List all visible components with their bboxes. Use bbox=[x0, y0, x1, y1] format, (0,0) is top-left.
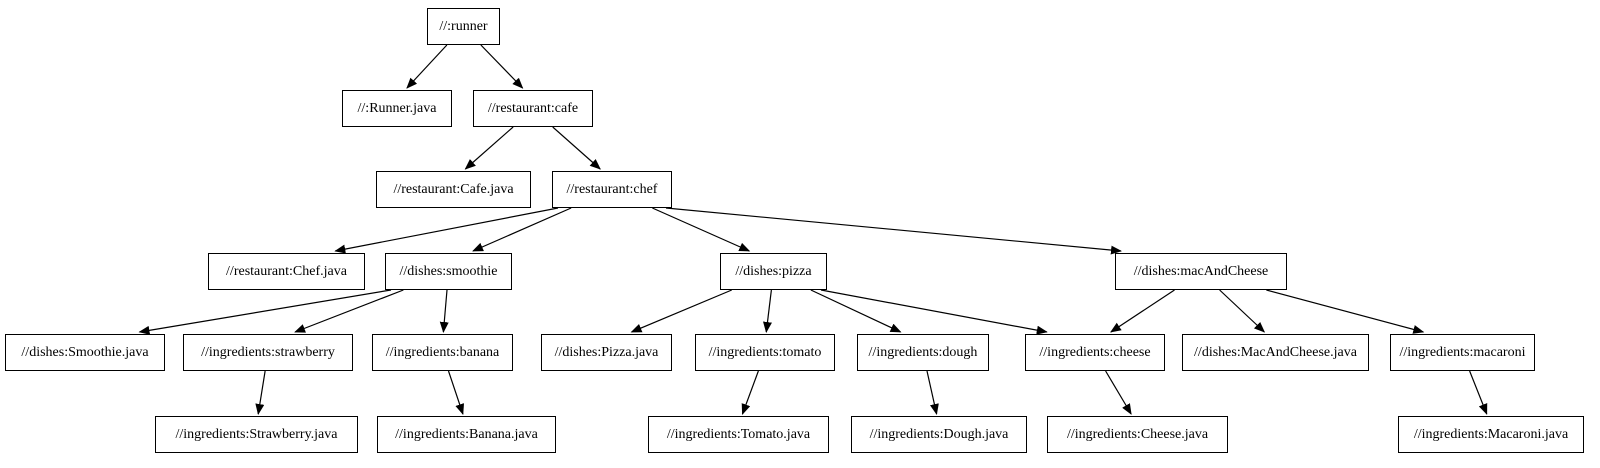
graph-node-macaroni: //ingredients:macaroni bbox=[1390, 334, 1535, 371]
graph-edge-strawberry-to-strawberry_java bbox=[255, 370, 266, 415]
graph-edge-macandcheese-to-cheese bbox=[1110, 289, 1175, 333]
graph-edge-chef-to-macandcheese bbox=[665, 207, 1122, 255]
graph-node-strawberry_java: //ingredients:Strawberry.java bbox=[155, 416, 358, 453]
graph-edge-runner-to-cafe bbox=[480, 44, 524, 89]
graph-edge-dough-to-dough_java bbox=[926, 370, 939, 415]
graph-edge-chef-to-chef_java bbox=[334, 207, 559, 254]
graph-node-macaroni_java: //ingredients:Macaroni.java bbox=[1398, 416, 1584, 453]
graph-node-macandcheese_java: //dishes:MacAndCheese.java bbox=[1182, 334, 1369, 371]
graph-node-tomato_java: //ingredients:Tomato.java bbox=[648, 416, 829, 453]
graph-edge-runner-to-runner_java bbox=[406, 44, 448, 89]
graph-edge-chef-to-pizza bbox=[652, 207, 751, 252]
graph-node-pizza: //dishes:pizza bbox=[720, 253, 827, 290]
graph-node-pizza_java: //dishes:Pizza.java bbox=[541, 334, 672, 371]
graph-node-runner_java: //:Runner.java bbox=[342, 90, 452, 127]
graph-node-smoothie_java: //dishes:Smoothie.java bbox=[5, 334, 165, 371]
graph-edge-cafe-to-chef bbox=[552, 126, 601, 170]
graph-edge-smoothie-to-banana bbox=[439, 289, 449, 333]
graph-node-banana: //ingredients:banana bbox=[372, 334, 513, 371]
graph-node-tomato: //ingredients:tomato bbox=[695, 334, 835, 371]
graph-node-cafe_java: //restaurant:Cafe.java bbox=[376, 171, 531, 208]
graph-edge-chef-to-smoothie bbox=[472, 207, 572, 252]
graph-node-banana_java: //ingredients:Banana.java bbox=[377, 416, 556, 453]
graph-node-macandcheese: //dishes:macAndCheese bbox=[1115, 253, 1287, 290]
graph-edge-cheese-to-cheese_java bbox=[1105, 370, 1132, 415]
graph-node-dough_java: //ingredients:Dough.java bbox=[851, 416, 1027, 453]
graph-node-runner: //:runner bbox=[427, 8, 500, 45]
graph-edge-pizza-to-dough bbox=[810, 289, 902, 333]
graph-node-chef: //restaurant:chef bbox=[552, 171, 672, 208]
graph-edge-pizza-to-cheese bbox=[820, 289, 1048, 335]
graph-edge-smoothie-to-strawberry bbox=[294, 289, 404, 333]
graph-edge-macaroni-to-macaroni_java bbox=[1469, 370, 1488, 415]
graph-edge-cafe-to-cafe_java bbox=[464, 126, 514, 170]
graph-edge-macandcheese-to-macaroni bbox=[1266, 289, 1425, 334]
graph-node-cheese_java: //ingredients:Cheese.java bbox=[1047, 416, 1228, 453]
graph-edge-pizza-to-pizza_java bbox=[630, 289, 732, 333]
graph-node-dough: //ingredients:dough bbox=[857, 334, 989, 371]
graph-edge-banana-to-banana_java bbox=[447, 370, 464, 415]
graph-edge-macandcheese-to-macandcheese_java bbox=[1219, 289, 1266, 333]
graph-edge-smoothie-to-smoothie_java bbox=[138, 289, 392, 335]
graph-node-chef_java: //restaurant:Chef.java bbox=[208, 253, 365, 290]
graph-edge-pizza-to-tomato bbox=[763, 289, 772, 333]
graph-node-cafe: //restaurant:cafe bbox=[473, 90, 593, 127]
graph-node-smoothie: //dishes:smoothie bbox=[385, 253, 512, 290]
graph-node-cheese: //ingredients:cheese bbox=[1025, 334, 1165, 371]
graph-edge-tomato-to-tomato_java bbox=[741, 370, 759, 415]
graph-node-strawberry: //ingredients:strawberry bbox=[183, 334, 353, 371]
